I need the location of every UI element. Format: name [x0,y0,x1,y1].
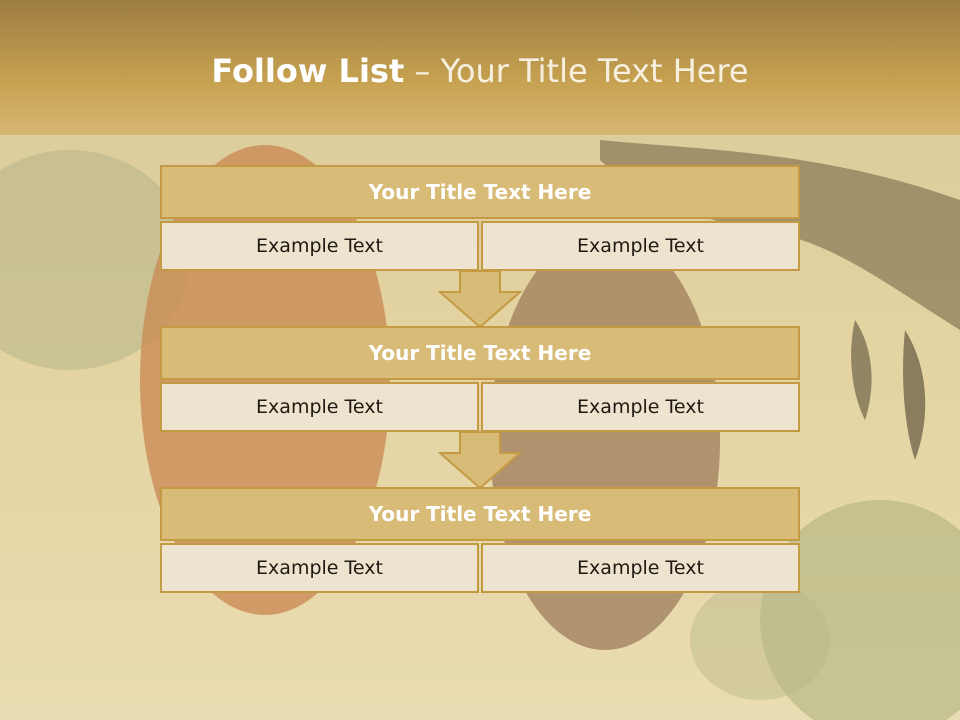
block-cell-left: Example Text [160,221,479,271]
block-cell-right: Example Text [481,382,800,432]
down-arrow-2 [438,431,522,489]
block-cell-right: Example Text [481,543,800,593]
slide-title: Follow List – Your Title Text Here [0,52,960,90]
block-row: Example Text Example Text [160,543,800,593]
down-arrow-1 [438,270,522,328]
block-title: Your Title Text Here [160,165,800,219]
list-block-3: Your Title Text Here Example Text Exampl… [160,487,800,593]
block-row: Example Text Example Text [160,221,800,271]
block-row: Example Text Example Text [160,382,800,432]
list-block-2: Your Title Text Here Example Text Exampl… [160,326,800,432]
block-title: Your Title Text Here [160,487,800,541]
block-cell-right: Example Text [481,221,800,271]
slide-title-rest: – Your Title Text Here [404,52,749,90]
block-cell-left: Example Text [160,382,479,432]
list-block-1: Your Title Text Here Example Text Exampl… [160,165,800,271]
block-cell-left: Example Text [160,543,479,593]
slide-title-bold: Follow List [211,52,405,90]
block-title: Your Title Text Here [160,326,800,380]
